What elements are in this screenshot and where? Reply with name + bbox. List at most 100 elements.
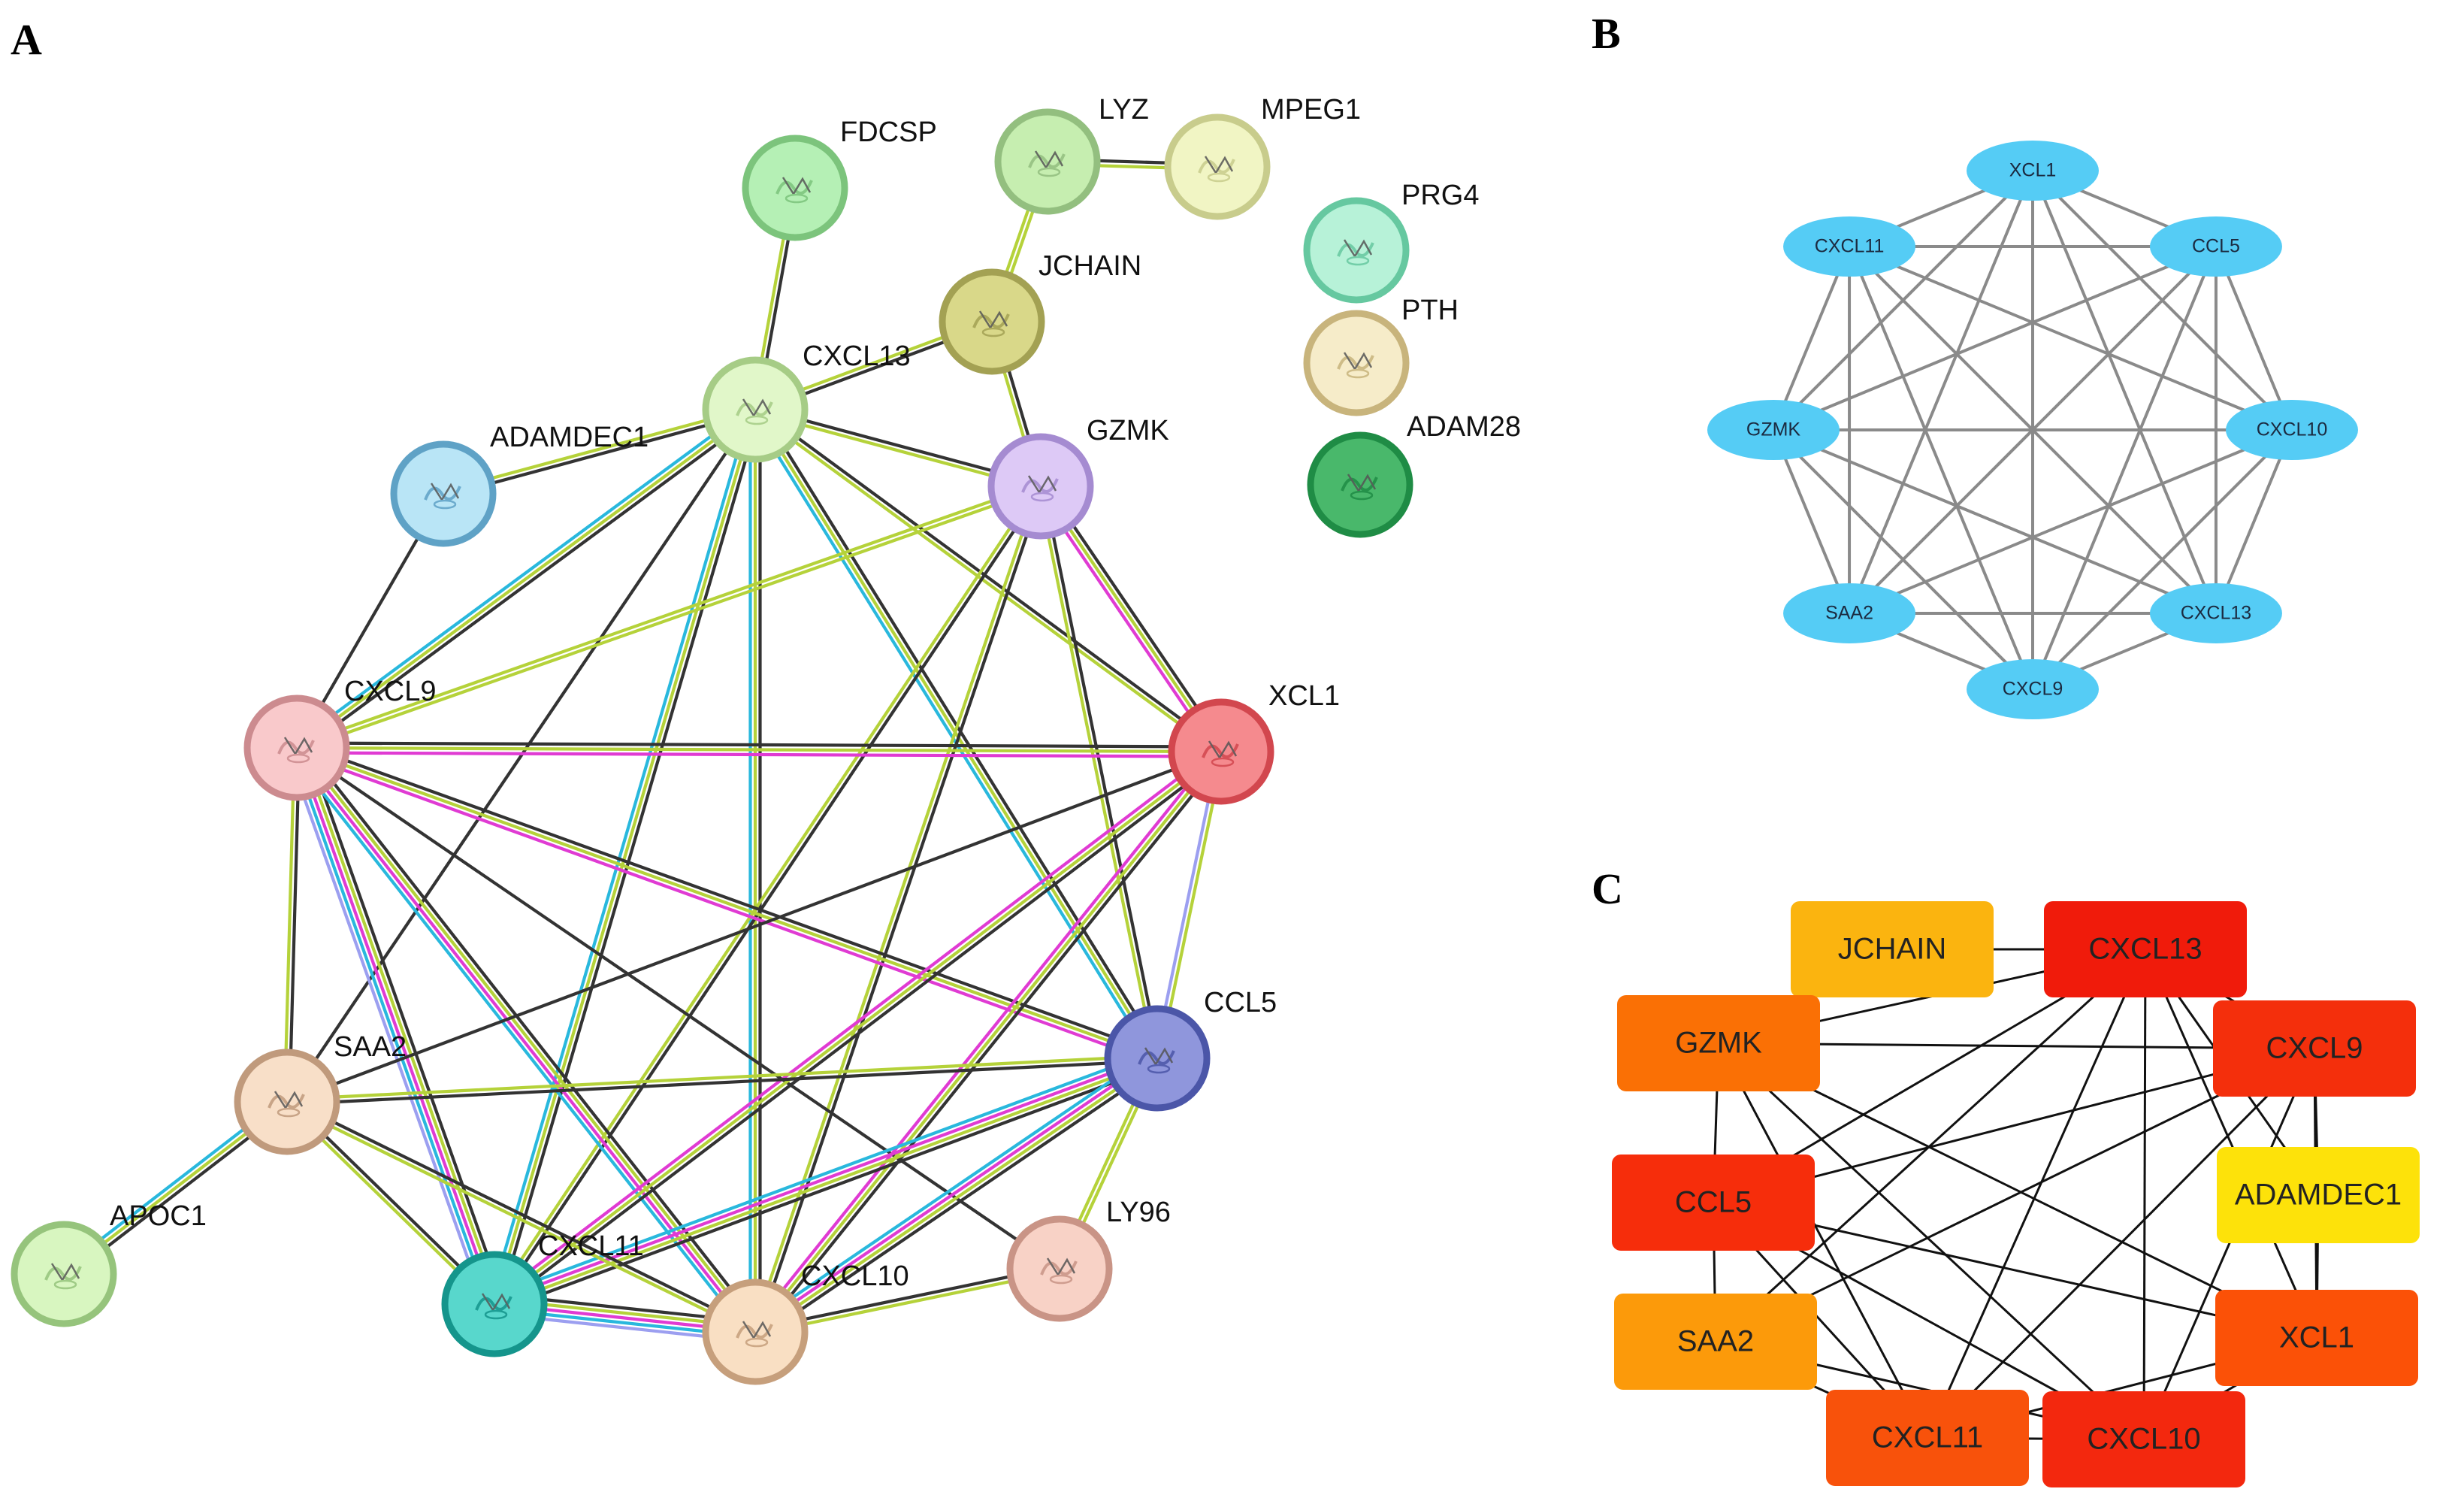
protein-node-adam28[interactable]: ADAM28 xyxy=(1307,411,1521,538)
ellipse-node-shape xyxy=(2149,216,2282,277)
edge-cxcl13-gzmk xyxy=(1773,428,2217,615)
protein-node-saa2[interactable]: SAA2 xyxy=(234,1031,407,1155)
protein-node-fdcsp[interactable]: FDCSP xyxy=(742,117,937,241)
ellipse-node-cxcl13[interactable]: CXCL13 xyxy=(2149,583,2282,643)
protein-node-prg4[interactable]: PRG4 xyxy=(1303,180,1479,304)
hub-node-ccl5[interactable]: CCL5 xyxy=(1612,1155,1815,1251)
edge-strand xyxy=(1035,488,1219,755)
edge-ccl5-cxcl11 xyxy=(491,1049,1161,1313)
protein-node-cxcl9[interactable]: CXCL9 xyxy=(243,676,437,801)
protein-structure-icon xyxy=(1202,740,1239,767)
hub-node-label: XCL1 xyxy=(2279,1321,2354,1354)
edge-strand xyxy=(285,1103,755,1336)
ellipse-node-cxcl10[interactable]: CXCL10 xyxy=(2226,400,2358,460)
ellipse-node-shape xyxy=(2149,583,2282,643)
edge-strand xyxy=(295,408,757,749)
edge-ccl5-cxcl10 xyxy=(2215,246,2293,431)
protein-structure-icon xyxy=(972,310,1010,337)
protein-node-mpeg1[interactable]: MPEG1 xyxy=(1164,94,1361,220)
ellipse-node-saa2[interactable]: SAA2 xyxy=(1783,583,1916,643)
hub-node-cxcl13[interactable]: CXCL13 xyxy=(2044,901,2247,997)
ellipse-node-gzmk[interactable]: GZMK xyxy=(1707,400,1840,460)
edge-xcl1-cxcl13 xyxy=(2031,170,2218,614)
edge-cxcl13-ccl5 xyxy=(749,406,1163,1062)
edge-gzmk-xcl1 xyxy=(1035,483,1227,755)
protein-structure-icon xyxy=(424,483,461,510)
protein-node-lyz[interactable]: LYZ xyxy=(994,94,1149,215)
edge-strand xyxy=(296,751,1221,758)
edge-strand xyxy=(443,410,757,498)
edge-strand xyxy=(287,1059,1158,1106)
hub-node-label: GZMK xyxy=(1675,1027,1762,1060)
protein-node-adamdec1[interactable]: ADAMDEC1 xyxy=(390,422,649,547)
ellipse-node-ccl5[interactable]: CCL5 xyxy=(2149,216,2282,277)
edge-strand xyxy=(752,410,1221,755)
edge-strand xyxy=(750,747,1219,1330)
protein-structure-icon xyxy=(1028,150,1066,177)
protein-node-pth[interactable]: PTH xyxy=(1303,295,1459,416)
hub-node-cxcl9[interactable]: CXCL9 xyxy=(2213,1000,2416,1097)
panel-c-letter: C xyxy=(1592,864,1623,913)
hub-node-cxcl11[interactable]: CXCL11 xyxy=(1826,1390,2029,1486)
edge-cxcl13-cxcl10 xyxy=(748,410,762,1332)
edge-strand xyxy=(290,749,491,1306)
hub-node-cxcl10[interactable]: CXCL10 xyxy=(2042,1391,2245,1487)
protein-node-cxcl10[interactable]: CXCL10 xyxy=(702,1260,909,1385)
protein-structure-icon xyxy=(736,398,773,425)
edge-strand xyxy=(490,746,1220,1302)
edge-gzmk-cxcl10 xyxy=(1717,1042,2145,1441)
protein-label-mpeg1: MPEG1 xyxy=(1261,94,1361,126)
edge-saa2-cxcl10 xyxy=(285,1098,757,1336)
hub-node-gzmk[interactable]: GZMK xyxy=(1617,995,1820,1091)
ellipse-node-shape xyxy=(1967,141,2099,201)
edge-ccl5-gzmk xyxy=(1773,245,2217,431)
edge-ccl5-saa2 xyxy=(286,1054,1158,1106)
hub-node-box xyxy=(2215,1290,2418,1386)
protein-label-saa2: SAA2 xyxy=(334,1031,407,1063)
ellipse-node-label: CXCL10 xyxy=(2257,419,2328,440)
protein-node-cxcl13[interactable]: CXCL13 xyxy=(702,340,911,463)
hub-node-adamdec1[interactable]: ADAMDEC1 xyxy=(2217,1147,2420,1243)
protein-structure-icon xyxy=(44,1263,82,1290)
ellipse-node-xcl1[interactable]: XCL1 xyxy=(1967,141,2099,201)
hub-node-jchain[interactable]: JCHAIN xyxy=(1791,901,1994,997)
edge-cxcl10-saa2 xyxy=(1849,428,2293,615)
protein-node-apoc1[interactable]: APOC1 xyxy=(11,1200,207,1327)
edge-strand xyxy=(1043,483,1227,750)
ellipse-node-label: CXCL11 xyxy=(1815,236,1885,257)
edge-cxcl9-cxcl11 xyxy=(1926,1047,2316,1439)
edge-ccl5-cxcl9 xyxy=(2031,246,2218,690)
protein-label-adam28: ADAM28 xyxy=(1407,411,1521,443)
protein-node-cxcl11[interactable]: CXCL11 xyxy=(441,1230,644,1357)
edge-strand xyxy=(288,748,301,1103)
edge-strand xyxy=(296,746,1158,1060)
ellipse-node-cxcl9[interactable]: CXCL9 xyxy=(1967,659,2099,719)
edge-strand xyxy=(300,746,501,1303)
protein-label-fdcsp: FDCSP xyxy=(840,117,937,148)
hub-node-label: CXCL13 xyxy=(2088,933,2202,966)
protein-structure-icon xyxy=(1337,352,1374,379)
protein-node-ccl5[interactable]: CCL5 xyxy=(1104,987,1277,1112)
protein-node-ly96[interactable]: LY96 xyxy=(1006,1197,1171,1322)
protein-label-prg4: PRG4 xyxy=(1401,180,1479,211)
protein-label-lyz: LYZ xyxy=(1099,94,1149,126)
protein-label-cxcl10: CXCL10 xyxy=(801,1260,909,1292)
protein-node-gzmk[interactable]: GZMK xyxy=(987,415,1169,540)
protein-label-xcl1: XCL1 xyxy=(1268,680,1340,712)
hub-node-label: CCL5 xyxy=(1675,1186,1752,1219)
edge-strand xyxy=(496,1064,1161,1313)
edge-cxcl13-cxcl11 xyxy=(488,407,762,1306)
ellipse-node-shape xyxy=(1967,659,2099,719)
ellipse-node-shape xyxy=(1783,583,1916,643)
edge-strand xyxy=(494,1059,1159,1309)
ellipse-node-cxcl11[interactable]: CXCL11 xyxy=(1783,216,1916,277)
hub-node-xcl1[interactable]: XCL1 xyxy=(2215,1290,2418,1386)
edge-cxcl9-cxcl11 xyxy=(1848,246,2034,690)
edge-cxcl13-cxcl11 xyxy=(1926,949,2147,1439)
protein-node-jchain[interactable]: JCHAIN xyxy=(939,250,1141,375)
hub-node-saa2[interactable]: SAA2 xyxy=(1614,1294,1817,1390)
protein-node-xcl1[interactable]: XCL1 xyxy=(1168,680,1340,805)
